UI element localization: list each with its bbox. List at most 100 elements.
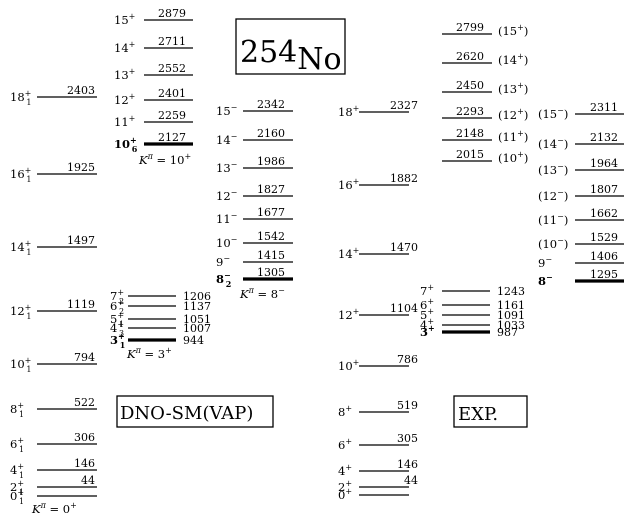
th_gs-spin-label: 4+1 bbox=[10, 462, 24, 480]
th_gs-energy: 1925 bbox=[67, 161, 95, 174]
exp_gs-energy: 2327 bbox=[390, 99, 418, 112]
th_gs-spin-label: 0+1 bbox=[10, 488, 24, 506]
exp_gs-spin-label: 4+ bbox=[338, 463, 352, 478]
th_k3-spin-label: 4+3 bbox=[110, 320, 124, 338]
th_k8-spin-label: 15− bbox=[216, 103, 237, 118]
th_k10-spin-label: 13+ bbox=[114, 67, 135, 82]
exp_k3-spin-label: 6+ bbox=[420, 297, 434, 312]
exp_k10-spin-label: (10+) bbox=[498, 150, 528, 165]
exp_gs-energy: 1470 bbox=[390, 241, 418, 254]
nucleus-title: 254No bbox=[235, 18, 346, 77]
exp_k8-spin-label: (15−) bbox=[538, 106, 568, 121]
exp_k8-energy: 1662 bbox=[590, 207, 618, 220]
th_k10-spin-label: 14+ bbox=[114, 40, 135, 55]
th_k8-energy: 1542 bbox=[257, 230, 285, 243]
th_k10-spin-label: 15+ bbox=[114, 12, 135, 27]
exp_k10-energy: 2450 bbox=[456, 79, 484, 92]
exp_gs-energy: 146 bbox=[397, 458, 418, 471]
th_k10-energy: 2127 bbox=[158, 131, 186, 144]
th_k8-spin-label: 12− bbox=[216, 188, 237, 203]
th_k8-energy: 1415 bbox=[257, 249, 285, 262]
exp_gs-spin-label: 6+ bbox=[338, 437, 352, 452]
th_k3-energy: 944 bbox=[183, 334, 204, 347]
th_k10-energy: 2552 bbox=[158, 62, 186, 75]
exp_k10-spin-label: (14+) bbox=[498, 52, 528, 67]
th_gs-energy: 2403 bbox=[67, 84, 95, 97]
th_k3-spin-label: 7+2 bbox=[110, 288, 124, 306]
exp_k10-spin-label: (12+) bbox=[498, 107, 528, 122]
exp_k3-spin-label: 7+ bbox=[420, 283, 434, 298]
th_k8-energy: 1305 bbox=[257, 266, 285, 279]
exp_k10-energy: 2148 bbox=[456, 127, 484, 140]
th_k10-energy: 2711 bbox=[158, 35, 186, 48]
experiment-label: EXP. bbox=[458, 404, 498, 425]
th_k10-energy: 2259 bbox=[158, 109, 186, 122]
exp_k8-energy: 1295 bbox=[590, 268, 618, 281]
exp_k8-energy: 1529 bbox=[590, 231, 618, 244]
exp_gs-spin-label: 8+ bbox=[338, 404, 352, 419]
exp_k8-spin-label: 8− bbox=[538, 272, 553, 288]
exp_gs-spin-label: 18+ bbox=[338, 104, 359, 119]
th_gs-energy: 1119 bbox=[67, 298, 95, 311]
th_k8-energy: 2160 bbox=[257, 127, 285, 140]
th_k8-spin-label: 13− bbox=[216, 160, 237, 175]
exp_k3-energy: 1033 bbox=[497, 319, 525, 332]
th_k3-spin-label: 3+1 bbox=[110, 331, 125, 350]
exp_k8-energy: 2132 bbox=[590, 131, 618, 144]
th_k3-energy: 1206 bbox=[183, 290, 211, 303]
th_gs-spin-label: 8+1 bbox=[10, 401, 24, 419]
element-symbol: No bbox=[297, 42, 341, 77]
exp_gs-spin-label: 14+ bbox=[338, 246, 359, 261]
th_k8-spin-label: 9− bbox=[216, 254, 230, 269]
th_gs-energy: 1497 bbox=[67, 234, 95, 247]
exp_gs-spin-label: 10+ bbox=[338, 358, 359, 373]
exp_gs-energy: 305 bbox=[397, 432, 418, 445]
exp_gs-energy: 519 bbox=[397, 399, 418, 412]
theory-label: DNO-SM(VAP) bbox=[120, 403, 253, 424]
exp_k8-spin-label: (14−) bbox=[538, 136, 568, 151]
k-label-k10: Kπ = 10+ bbox=[138, 152, 191, 167]
exp_k8-spin-label: (13−) bbox=[538, 162, 568, 177]
k-label-k3: Kπ = 3+ bbox=[126, 346, 172, 361]
exp_k3-energy: 987 bbox=[497, 326, 518, 339]
th_gs-spin-label: 2+1 bbox=[10, 479, 24, 497]
exp_k3-energy: 1161 bbox=[497, 299, 525, 312]
exp_k10-spin-label: (15+) bbox=[498, 23, 528, 38]
th_k8-energy: 1827 bbox=[257, 183, 285, 196]
th_k3-energy: 1007 bbox=[183, 322, 211, 335]
mass-number: 254 bbox=[240, 35, 297, 70]
exp_k3-spin-label: 4+ bbox=[420, 317, 434, 332]
th_k10-spin-label: 12+ bbox=[114, 92, 135, 107]
th_k10-energy: 2401 bbox=[158, 87, 186, 100]
exp_k8-energy: 1807 bbox=[590, 183, 618, 196]
th_gs-spin-label: 16+1 bbox=[10, 166, 31, 184]
svg-text:254No: 254No bbox=[240, 35, 342, 77]
th_k10-spin-label: 11+ bbox=[114, 114, 135, 129]
exp_k8-spin-label: (10−) bbox=[538, 236, 568, 251]
exp_k10-spin-label: (11+) bbox=[498, 129, 528, 144]
exp_gs-energy: 44 bbox=[404, 474, 418, 487]
th_gs-spin-label: 6+1 bbox=[10, 436, 24, 454]
th_k8-spin-label: 10− bbox=[216, 235, 237, 250]
exp_k3-spin-label: 5+ bbox=[420, 307, 434, 322]
th_k8-energy: 1677 bbox=[257, 206, 285, 219]
exp_k8-spin-label: (11−) bbox=[538, 212, 568, 227]
exp_k10-spin-label: (13+) bbox=[498, 81, 528, 96]
theory-label-box: DNO-SM(VAP) bbox=[116, 395, 274, 428]
th_gs-energy: 44 bbox=[81, 474, 95, 487]
exp_k8-energy: 1406 bbox=[590, 250, 618, 263]
exp_gs-energy: 1104 bbox=[390, 302, 418, 315]
exp_k10-energy: 2015 bbox=[456, 148, 484, 161]
exp_gs-energy: 786 bbox=[397, 353, 418, 366]
th_gs-energy: 306 bbox=[74, 431, 95, 444]
exp_k3-spin-label: 3+ bbox=[420, 323, 435, 339]
th_k10-energy: 2879 bbox=[158, 7, 186, 20]
th_k3-energy: 1137 bbox=[183, 300, 211, 313]
exp_k10-energy: 2799 bbox=[456, 21, 484, 34]
th_gs-spin-label: 14+1 bbox=[10, 239, 31, 257]
exp_k10-energy: 2293 bbox=[456, 105, 484, 118]
exp_gs-spin-label: 2+ bbox=[338, 479, 352, 494]
exp_gs-energy: 1882 bbox=[390, 172, 418, 185]
th_gs-spin-label: 10+1 bbox=[10, 356, 31, 374]
th_k8-spin-label: 8−2 bbox=[216, 270, 231, 289]
